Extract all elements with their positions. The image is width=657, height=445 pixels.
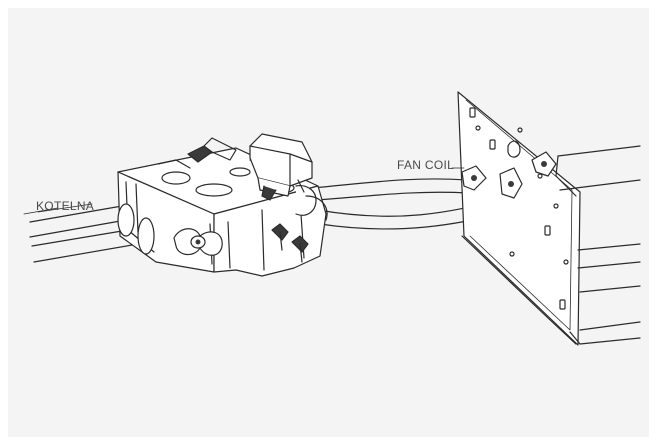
label-kotelna: KOTELNA [36, 199, 95, 213]
label-fan-coil: FAN COIL [397, 158, 455, 172]
fan-coil-unit [457, 91, 641, 346]
pipe-kotelna [23, 205, 139, 263]
leader-kotelna [37, 203, 93, 213]
actuator [249, 133, 313, 201]
